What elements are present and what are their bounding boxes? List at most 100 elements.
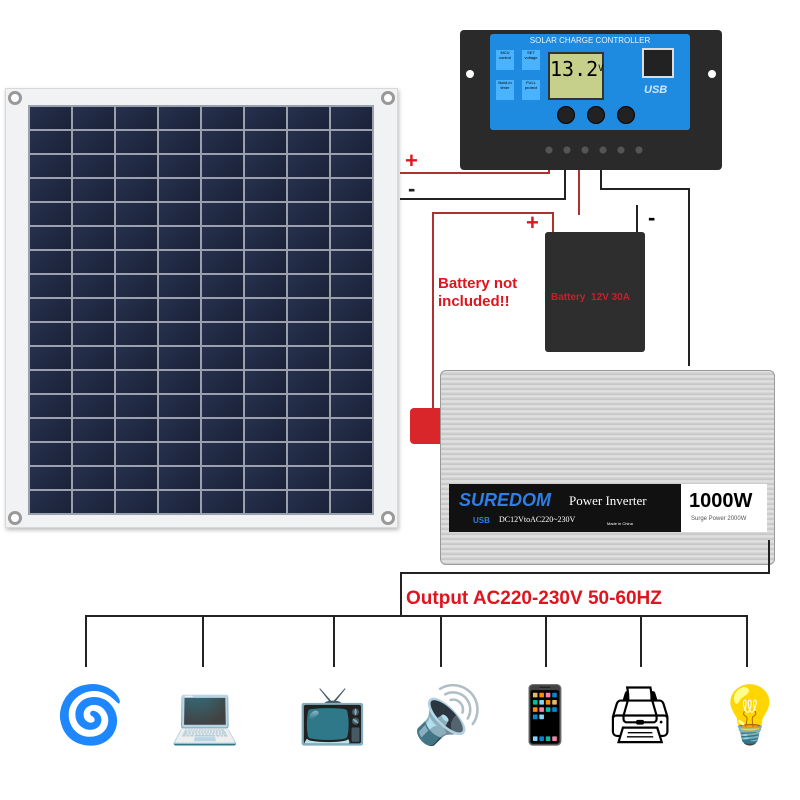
- timer-icon: Build-in timer: [496, 80, 514, 100]
- solar-cell: [331, 227, 372, 249]
- solar-cell: [30, 419, 71, 441]
- solar-cell: [30, 179, 71, 201]
- solar-cell: [202, 323, 243, 345]
- solar-cell: [73, 467, 114, 489]
- positive-wire: [432, 212, 434, 412]
- mounting-hole: [8, 91, 22, 105]
- solar-cell: [202, 131, 243, 153]
- solar-cell: [30, 299, 71, 321]
- solar-cell: [73, 347, 114, 369]
- solar-cell: [288, 419, 329, 441]
- solar-cell: [202, 371, 243, 393]
- solar-cell: [331, 299, 372, 321]
- positive-wire: [400, 172, 550, 174]
- output-bus: [85, 615, 747, 617]
- solar-cell: [288, 395, 329, 417]
- solar-cell: [30, 491, 71, 513]
- usb-label: USB: [644, 84, 668, 96]
- negative-wire: [400, 198, 565, 200]
- solar-cell: [331, 107, 372, 129]
- solar-cell: [202, 155, 243, 177]
- solar-cell: [202, 299, 243, 321]
- power-rating: 1000W: [689, 490, 753, 512]
- power-inverter: SUREDOM Power Inverter USB DC12VtoAC220~…: [440, 370, 775, 565]
- negative-wire: [564, 160, 566, 200]
- solar-cell: [159, 179, 200, 201]
- solar-cell: [116, 371, 157, 393]
- solar-cell: [331, 131, 372, 153]
- plus-sign: +: [526, 210, 539, 235]
- solar-cell: [331, 203, 372, 225]
- solar-cell: [73, 299, 114, 321]
- solar-cell: [73, 227, 114, 249]
- solar-cell: [30, 275, 71, 297]
- up-button[interactable]: [587, 106, 605, 124]
- mount-hole: [708, 70, 716, 78]
- solar-cell: [288, 251, 329, 273]
- solar-cell: [245, 227, 286, 249]
- solar-cell: [30, 371, 71, 393]
- device-wire: [545, 615, 547, 667]
- power-badge: 1000W Surge Power 2000W: [681, 484, 767, 532]
- solar-cell: [159, 155, 200, 177]
- solar-cell: [288, 203, 329, 225]
- device-wire: [746, 615, 748, 667]
- solar-cell: [202, 275, 243, 297]
- controller-face: SOLAR CHARGE CONTROLLER 13.2V MCU contro…: [490, 34, 690, 130]
- solar-cell: [288, 275, 329, 297]
- solar-cell: [245, 299, 286, 321]
- lock-icon: FULL protect: [522, 80, 540, 100]
- solar-cell: [116, 203, 157, 225]
- solar-cell: [202, 419, 243, 441]
- solar-cell: [159, 227, 200, 249]
- solar-cell: [159, 371, 200, 393]
- solar-panel: [5, 88, 398, 528]
- solar-cell: [116, 107, 157, 129]
- device-wire: [333, 615, 335, 667]
- solar-cell: [245, 131, 286, 153]
- solar-cell: [245, 395, 286, 417]
- solar-cell: [73, 203, 114, 225]
- solar-cell: [202, 347, 243, 369]
- solar-cell: [73, 443, 114, 465]
- solar-cell: [30, 203, 71, 225]
- solar-cell: [245, 203, 286, 225]
- solar-cell: [331, 251, 372, 273]
- solar-cell: [30, 251, 71, 273]
- solar-cell: [73, 491, 114, 513]
- solar-cell: [202, 203, 243, 225]
- solar-cell: [116, 179, 157, 201]
- solar-cell: [288, 491, 329, 513]
- solar-cell: [245, 155, 286, 177]
- solar-cell: [116, 347, 157, 369]
- lcd-display: 13.2V: [548, 52, 604, 100]
- solar-cell: [245, 371, 286, 393]
- solar-cell: [331, 275, 372, 297]
- solar-cell: [288, 227, 329, 249]
- mounting-hole: [8, 511, 22, 525]
- solar-cell: [331, 371, 372, 393]
- solar-cell: [288, 467, 329, 489]
- mount-hole: [466, 70, 474, 78]
- tv-icon: 📺: [297, 683, 368, 746]
- solar-cell: [202, 179, 243, 201]
- down-button[interactable]: [617, 106, 635, 124]
- solar-cell: [159, 323, 200, 345]
- solar-cell: [30, 467, 71, 489]
- negative-wire: [600, 160, 602, 190]
- solar-cell: [116, 443, 157, 465]
- menu-button[interactable]: [557, 106, 575, 124]
- solar-cell: [159, 131, 200, 153]
- device-wire: [85, 615, 87, 667]
- solar-cell: [245, 491, 286, 513]
- solar-cell: [159, 347, 200, 369]
- solar-cell: [116, 467, 157, 489]
- solar-cell: [245, 251, 286, 273]
- negative-wire: [636, 205, 638, 233]
- computer-icon: 💻: [170, 683, 240, 746]
- lamp-icon: 💡: [715, 683, 785, 746]
- solar-cell: [30, 323, 71, 345]
- solar-cell: [331, 179, 372, 201]
- solar-cell: [116, 251, 157, 273]
- solar-cell: [331, 395, 372, 417]
